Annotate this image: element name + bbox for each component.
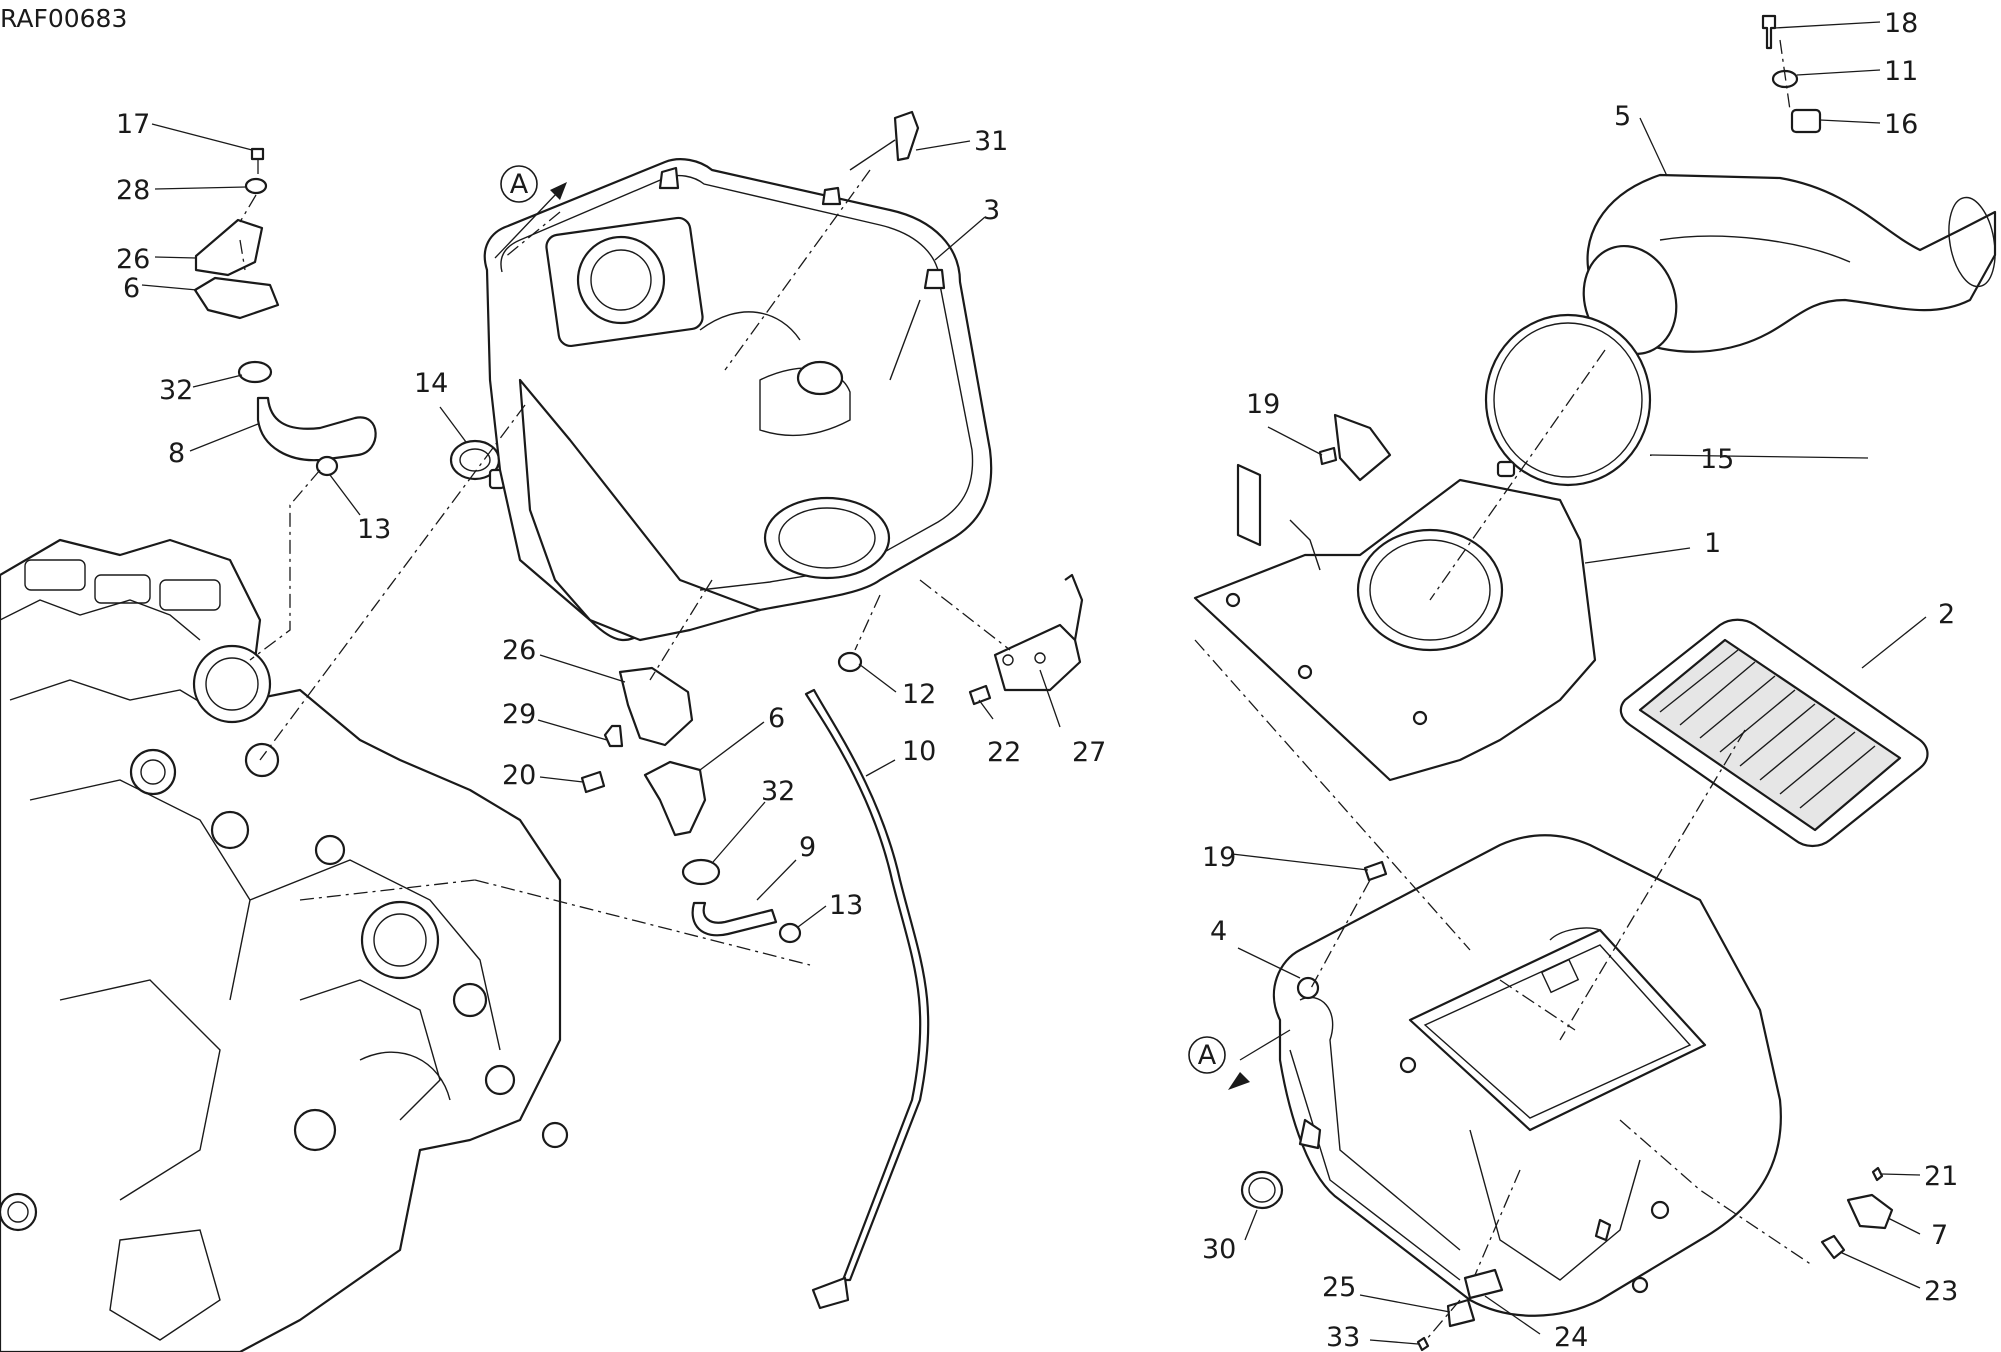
sensor-6-upper bbox=[193, 276, 280, 320]
callout-23: 23 bbox=[1924, 1276, 1958, 1307]
cap-13-upper bbox=[315, 455, 339, 477]
drawing-code: RAF00683 bbox=[0, 4, 127, 33]
callout-32: 32 bbox=[761, 776, 795, 807]
sensor-stack-middle bbox=[580, 666, 802, 944]
screw-19-upper bbox=[1318, 446, 1338, 466]
callout-31: 31 bbox=[974, 126, 1008, 157]
callout-12: 12 bbox=[902, 679, 936, 710]
callout-21: 21 bbox=[1924, 1161, 1958, 1192]
gasket-23 bbox=[1820, 1234, 1846, 1260]
hose-end-10 bbox=[811, 1276, 850, 1310]
bracket-24 bbox=[1463, 1268, 1504, 1300]
arrow-down-icon bbox=[1228, 1072, 1250, 1090]
callout-6: 6 bbox=[123, 273, 140, 304]
screw-21 bbox=[1871, 1166, 1884, 1182]
section-marker-bottom: A bbox=[1188, 1029, 1291, 1090]
callout-26: 26 bbox=[116, 244, 150, 275]
sensor-7 bbox=[1846, 1193, 1894, 1230]
callout-7: 7 bbox=[1931, 1220, 1948, 1251]
o-ring-30 bbox=[1240, 1170, 1284, 1210]
callout-labels: 17 28 26 6 32 8 13 14 31 3 26 29 20 6 32… bbox=[116, 8, 1958, 1352]
callout-33: 33 bbox=[1326, 1322, 1360, 1352]
callout-5: 5 bbox=[1614, 101, 1631, 132]
callout-8: 8 bbox=[168, 438, 185, 469]
callout-19: 19 bbox=[1246, 389, 1280, 420]
arrow-up-icon bbox=[550, 182, 567, 200]
callout-28: 28 bbox=[116, 175, 150, 206]
callout-26: 26 bbox=[502, 635, 536, 666]
intake-duct-5 bbox=[1582, 173, 1997, 356]
airbox-cover-3 bbox=[483, 158, 993, 642]
callout-13: 13 bbox=[829, 890, 863, 921]
callout-19: 19 bbox=[1202, 842, 1236, 873]
assembly-lines bbox=[239, 39, 1813, 1341]
leader-lines bbox=[141, 21, 1927, 1345]
callout-29: 29 bbox=[502, 699, 536, 730]
hose-8 bbox=[256, 396, 377, 462]
airbox-base-4 bbox=[1272, 834, 1782, 1317]
screw-29 bbox=[603, 724, 624, 748]
callout-32: 32 bbox=[159, 375, 193, 406]
sensor-stack-upper bbox=[193, 147, 377, 477]
grommet-16 bbox=[1790, 108, 1822, 134]
screw-22 bbox=[968, 684, 992, 706]
callout-25: 25 bbox=[1322, 1272, 1356, 1303]
callout-17: 17 bbox=[116, 109, 150, 140]
drain-hose-10 bbox=[804, 688, 930, 1282]
callout-9: 9 bbox=[799, 832, 816, 863]
hose-9 bbox=[691, 901, 778, 937]
fitting-12 bbox=[837, 651, 863, 673]
callout-10: 10 bbox=[902, 736, 936, 767]
washer-28 bbox=[244, 177, 268, 195]
zip-tie-31 bbox=[849, 110, 920, 171]
callout-14: 14 bbox=[414, 368, 448, 399]
section-marker-label: A bbox=[510, 169, 529, 200]
callout-2: 2 bbox=[1938, 599, 1955, 630]
callout-4: 4 bbox=[1210, 916, 1227, 947]
callout-3: 3 bbox=[983, 195, 1000, 226]
clamp-32-lower bbox=[681, 858, 721, 886]
callout-13: 13 bbox=[357, 514, 391, 545]
clamp-14 bbox=[449, 439, 506, 490]
callout-22: 22 bbox=[987, 737, 1021, 768]
air-filter-2 bbox=[1619, 618, 1929, 848]
callout-24: 24 bbox=[1554, 1322, 1588, 1352]
screw-20 bbox=[580, 770, 606, 794]
clip-25 bbox=[1446, 1298, 1476, 1328]
bracket-26-lower bbox=[618, 666, 694, 747]
screw-19-lower bbox=[1363, 860, 1388, 882]
bracket-26-upper bbox=[194, 218, 264, 277]
callout-6: 6 bbox=[768, 703, 785, 734]
callout-15: 15 bbox=[1700, 444, 1734, 475]
section-marker-label: A bbox=[1198, 1040, 1217, 1071]
cap-13-lower bbox=[778, 922, 802, 944]
bracket-27 bbox=[993, 573, 1084, 692]
engine-block bbox=[0, 538, 569, 1352]
callout-27: 27 bbox=[1072, 737, 1106, 768]
screw-33 bbox=[1416, 1336, 1430, 1352]
callout-20: 20 bbox=[502, 760, 536, 791]
screw-17 bbox=[250, 147, 265, 161]
clamp-32-upper bbox=[237, 360, 273, 384]
callout-16: 16 bbox=[1884, 109, 1918, 140]
callout-11: 11 bbox=[1884, 56, 1918, 87]
airbox-lid-1 bbox=[1193, 413, 1597, 782]
gasket-15 bbox=[1484, 313, 1652, 487]
callout-18: 18 bbox=[1884, 8, 1918, 39]
sensor-6-lower bbox=[643, 760, 707, 837]
screw-18 bbox=[1761, 14, 1777, 50]
callout-30: 30 bbox=[1202, 1234, 1236, 1265]
callout-1: 1 bbox=[1704, 528, 1721, 559]
section-marker-top: A bbox=[494, 165, 567, 259]
